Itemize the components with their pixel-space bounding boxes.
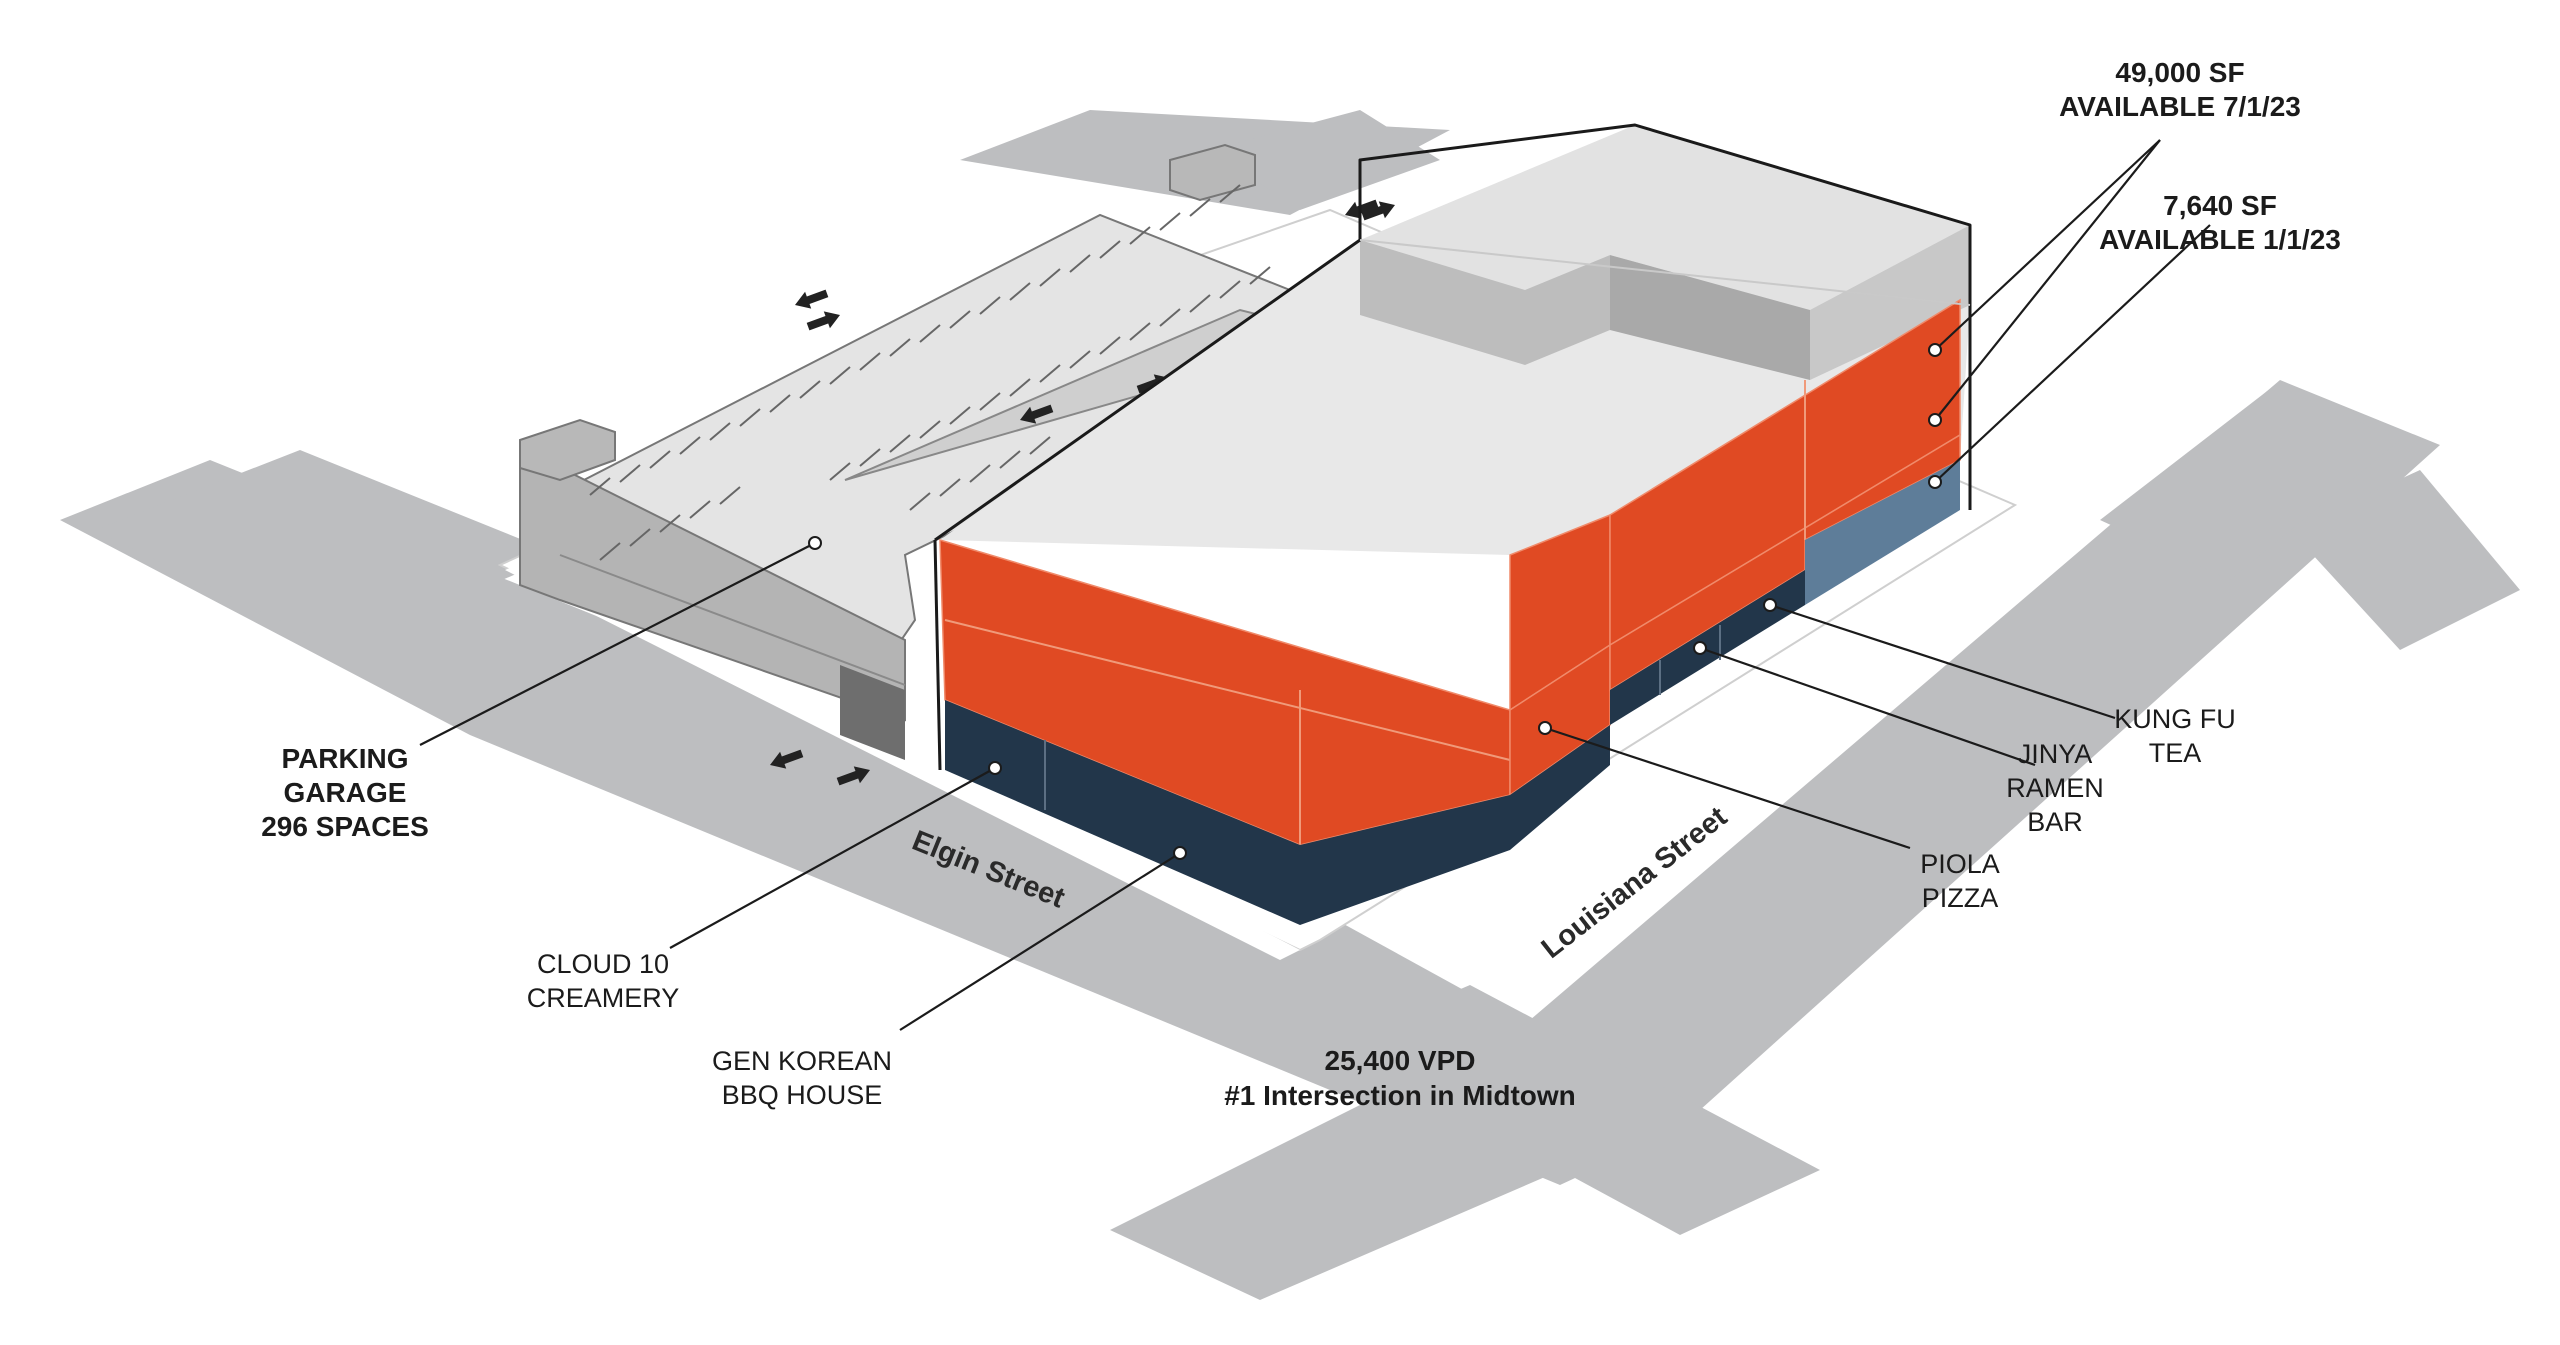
east-facade-storefront — [1610, 570, 1805, 725]
retail-building — [933, 123, 1972, 925]
marker-kung-fu-tea — [1763, 598, 1777, 612]
west-facade-storefront — [945, 700, 1300, 925]
garage-label-2: GARAGE — [284, 777, 407, 808]
marker-upper-floor — [1928, 343, 1942, 357]
elgin-street-road — [60, 460, 1700, 1185]
marker-cloud-10 — [988, 761, 1002, 775]
stair-tower-north — [1169, 143, 1256, 202]
roof-penthouse-east — [1810, 225, 1970, 380]
northeast-road — [2100, 385, 2400, 580]
gen-korean-label-1: GEN KOREAN — [712, 1046, 892, 1076]
space-a-sf: 49,000 SF — [2115, 57, 2244, 88]
jinya-label-3: BAR — [2027, 807, 2083, 837]
marker-piola-pizza — [1538, 721, 1552, 735]
cloud-10-label-1: CLOUD 10 — [537, 949, 669, 979]
piola-label-2: PIZZA — [1922, 883, 1999, 913]
east-road — [2290, 470, 2520, 650]
space-a-available: AVAILABLE 7/1/23 — [2059, 91, 2301, 122]
traffic-vpd: 25,400 VPD — [1325, 1045, 1476, 1076]
traffic-note: #1 Intersection in Midtown — [1224, 1080, 1576, 1111]
kung-fu-label-2: TEA — [2149, 738, 2202, 768]
parking-stalls — [589, 184, 1271, 561]
jinya-label-1: JINYA — [2018, 739, 2093, 769]
marker-second-floor — [1928, 413, 1942, 427]
marker-jinya-ramen — [1693, 641, 1707, 655]
building-outline — [934, 123, 1972, 542]
space-b-available: AVAILABLE 1/1/23 — [2099, 224, 2341, 255]
garage-entry-arrow-1 — [791, 284, 831, 314]
road-network — [60, 110, 2520, 1300]
kung-fu-label-1: KUNG FU — [2114, 704, 2236, 734]
roof-penthouse-top — [1360, 125, 1970, 310]
garage-label-1: PARKING — [281, 743, 408, 774]
garage-entrance — [840, 665, 905, 760]
stair-tower-west — [519, 418, 616, 482]
north-road-2 — [1210, 110, 1440, 210]
building-corner-edge — [933, 539, 942, 771]
marker-parking-garage — [808, 536, 822, 550]
gen-korean-label-2: BBQ HOUSE — [722, 1080, 883, 1110]
parking-garage — [519, 143, 1371, 760]
middle-facade-storefront — [1300, 725, 1610, 925]
roof-penthouse-front — [1360, 240, 1610, 365]
roof-penthouse-side — [1610, 255, 1810, 380]
jinya-label-2: RAMEN — [2006, 773, 2104, 803]
garage-label-3: 296 SPACES — [261, 811, 429, 842]
space-b-sf: 7,640 SF — [2163, 190, 2277, 221]
piola-label-1: PIOLA — [1920, 849, 2000, 879]
southeast-road — [1330, 985, 1820, 1235]
available-space-7640sf — [1805, 460, 1960, 605]
callouts — [419, 139, 2211, 1031]
cloud-10-label-2: CREAMERY — [527, 983, 680, 1013]
garage-entry-arrow-2 — [804, 306, 844, 336]
west-road — [95, 450, 560, 650]
marker-gen-korean — [1173, 846, 1187, 860]
marker-7640sf — [1928, 475, 1942, 489]
